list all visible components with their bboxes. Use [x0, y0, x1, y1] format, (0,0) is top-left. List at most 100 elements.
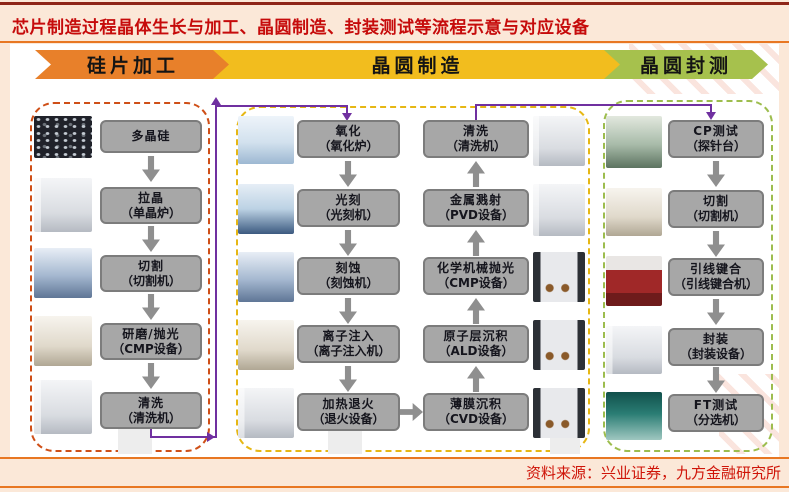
photo-probe-station — [606, 116, 662, 168]
step-name: 拉晶 — [137, 190, 164, 205]
step-device: （引线键合机） — [673, 277, 758, 291]
footer-divider-bottom — [0, 486, 789, 488]
connector-line — [215, 105, 348, 107]
connector-line — [150, 436, 216, 438]
step-name: 研磨/抛光 — [122, 326, 180, 341]
photo-cleaning-machine-2 — [533, 116, 585, 166]
footer-divider-top — [0, 457, 789, 459]
step-box-packaging: 封装（封装设备） — [668, 328, 764, 366]
step-name: 切割 — [137, 258, 164, 273]
step-name: 切割 — [702, 194, 729, 208]
step-box-wire-bonding: 引线键合（引线键合机） — [668, 258, 764, 296]
photo-crystal-furnace — [34, 178, 92, 232]
photo-cmp-machine — [34, 316, 92, 366]
step-device: （光刻机） — [318, 208, 379, 222]
connector-line — [346, 105, 348, 115]
step-name: 引线键合 — [689, 262, 742, 276]
step-device: （封装设备） — [679, 347, 752, 361]
photo-cutting-machine — [34, 248, 92, 298]
photo-ion-implanter — [238, 320, 294, 370]
step-name: 金属溅射 — [449, 193, 502, 207]
photo-annealing-equipment — [238, 388, 294, 438]
step-device: （单晶炉） — [120, 205, 181, 220]
step-box-metal-sputtering: 金属溅射（PVD设备） — [423, 189, 529, 227]
step-name: 薄膜沉积 — [449, 397, 502, 411]
step-name: 刻蚀 — [335, 261, 362, 275]
step-box-etching: 刻蚀（刻蚀机） — [297, 257, 400, 295]
watermark — [118, 424, 152, 454]
step-device: （氧化炉） — [318, 139, 379, 153]
step-box-cp-test: CP测试（探针台） — [668, 120, 764, 158]
step-box-cutting: 切割（切割机） — [100, 255, 202, 292]
step-name: CP测试 — [693, 124, 739, 138]
step-name: 原子层沉积 — [443, 329, 509, 343]
step-box-crystal-pulling: 拉晶（单晶炉） — [100, 187, 202, 224]
step-device: （探针台） — [685, 139, 746, 153]
step-device: （切割机） — [685, 209, 746, 223]
source-note: 资料来源：兴业证券，九方金融研究所 — [525, 464, 781, 482]
step-name: 清洗 — [462, 124, 489, 138]
step-box-oxidation: 氧化（氧化炉） — [297, 120, 400, 158]
section-frame-wafer — [236, 106, 590, 452]
step-box-grinding-polishing: 研磨/抛光（CMP设备） — [100, 323, 202, 360]
title-divider — [0, 41, 789, 43]
connector-line — [475, 104, 712, 106]
step-device: （PVD设备） — [437, 208, 515, 222]
step-name: 光刻 — [335, 193, 362, 207]
step-name: 清洗 — [137, 395, 164, 410]
step-box-dicing: 切割（切割机） — [668, 190, 764, 228]
step-box-polysilicon: 多晶硅 — [100, 120, 202, 153]
stage-banner-silicon: 硅片加工 — [35, 50, 231, 79]
stage-banner-package: 晶圆封测 — [604, 50, 768, 79]
photo-wire-bonder — [606, 256, 662, 306]
photo-pvd-equipment — [533, 184, 585, 236]
step-box-cleaning-2: 清洗（清洗机） — [423, 120, 529, 158]
connector-line — [475, 104, 477, 120]
connector-arrow-icon — [211, 97, 221, 105]
diagram-area: 硅片加工 晶圆制造 晶圆封测 多晶硅 拉晶（单晶炉） 切割（切割机） 研磨/抛光… — [10, 44, 779, 457]
photo-packaging-equipment — [606, 326, 662, 374]
step-box-cmp: 化学机械抛光（CMP设备） — [423, 257, 529, 295]
connector-line — [150, 429, 152, 438]
step-device: （退火设备） — [312, 412, 385, 426]
step-box-lithography: 光刻（光刻机） — [297, 189, 400, 227]
connector-line — [215, 104, 217, 438]
photo-cleaning-machine — [34, 380, 92, 434]
connector-arrow-icon — [207, 432, 215, 442]
step-device: （CVD设备） — [437, 412, 515, 426]
step-name: 封装 — [702, 332, 729, 346]
photo-oxidation-furnace — [238, 116, 294, 164]
step-device: （CMP设备） — [112, 341, 190, 356]
step-name: 加热退火 — [322, 397, 375, 411]
step-box-ald: 原子层沉积（ALD设备） — [423, 325, 529, 363]
step-name: 多晶硅 — [131, 129, 171, 143]
step-device: （离子注入机） — [306, 344, 391, 358]
connector-arrow-icon — [706, 112, 716, 120]
photo-lithography-machine — [238, 184, 294, 234]
step-name: 化学机械抛光 — [436, 261, 515, 275]
section-frame-package — [603, 100, 773, 452]
page-title: 芯片制造过程晶体生长与加工、晶圆制造、封装测试等流程示意与对应设备 — [12, 18, 590, 38]
connector-arrow-icon — [342, 113, 352, 121]
step-name: FT测试 — [693, 398, 739, 412]
step-device: （刻蚀机） — [318, 276, 379, 290]
step-device: （清洗机） — [445, 139, 506, 153]
photo-sorter — [606, 392, 662, 440]
step-box-cvd: 薄膜沉积（CVD设备） — [423, 393, 529, 431]
top-border-line — [0, 2, 789, 5]
step-box-annealing: 加热退火（退火设备） — [297, 393, 400, 431]
step-device: （ALD设备） — [438, 344, 514, 358]
step-name: 离子注入 — [322, 329, 375, 343]
connector-line — [710, 104, 712, 114]
step-box-cleaning: 清洗（清洗机） — [100, 392, 202, 429]
stage-banner-wafer: 晶圆制造 — [213, 50, 622, 79]
photo-dicing-machine — [606, 188, 662, 236]
photo-polysilicon — [34, 116, 92, 158]
photo-cmp-equipment-2 — [533, 252, 585, 302]
step-device: （CMP设备） — [437, 276, 515, 290]
step-name: 氧化 — [335, 124, 362, 138]
step-box-ion-implantation: 离子注入（离子注入机） — [297, 325, 400, 363]
step-device: （切割机） — [120, 273, 181, 288]
step-box-ft-test: FT测试（分选机） — [668, 394, 764, 432]
